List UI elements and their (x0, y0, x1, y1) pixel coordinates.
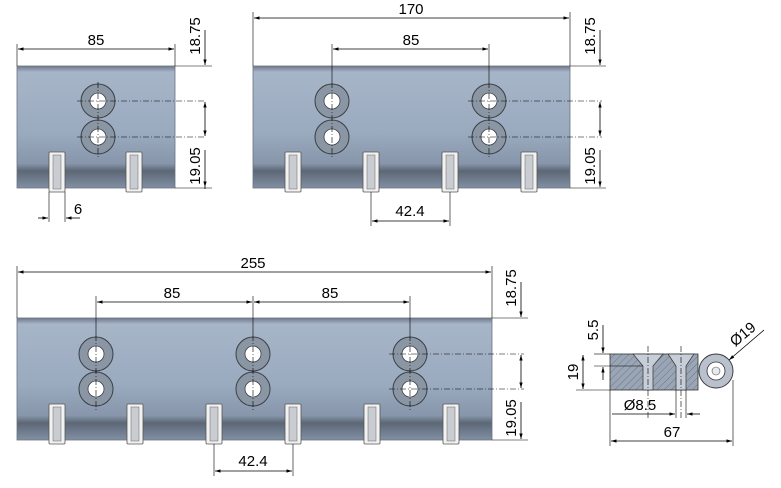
dim-knuckle-width: 6 (74, 201, 82, 218)
dim-top-offset: 18.75 (503, 269, 520, 307)
view-small: 85 18.75 19.05 6 (16, 17, 212, 222)
hole-pair (77, 82, 205, 157)
dim-hole-pitch-1: 85 (164, 285, 181, 302)
dim-countersink-depth: 5.5 (585, 320, 602, 341)
dim-hole-pitch-2: 85 (322, 285, 339, 302)
dim-top-offset: 18.75 (187, 17, 204, 55)
dim-overall-width: 255 (240, 255, 265, 272)
dim-thickness: 19 (565, 364, 582, 381)
knuckles (284, 151, 538, 193)
knuckles (48, 151, 143, 193)
dim-hole-diameter: Ø8.5 (624, 397, 657, 414)
dim-knuckle-pitch: 42.4 (238, 453, 267, 470)
dim-overall-width: 85 (88, 32, 105, 49)
dim-top-offset: 18.75 (582, 17, 599, 55)
dim-hole-pitch: 85 (403, 32, 420, 49)
dim-bottom-offset: 19.05 (503, 399, 520, 437)
view-large: 255 85 85 18.75 19.05 42.4 (16, 255, 528, 476)
view-medium: 170 85 18.75 19.05 42.4 (252, 1, 606, 226)
view-section: 5.5 19 Ø19 Ø8.5 67 (565, 319, 765, 446)
dim-knuckle-diameter: Ø19 (727, 319, 760, 350)
hinge-plate (252, 65, 571, 189)
dim-width: 67 (664, 424, 681, 441)
dim-overall-width: 170 (398, 1, 423, 18)
dim-bottom-offset: 19.05 (187, 147, 204, 185)
dim-knuckle-pitch: 42.4 (395, 203, 424, 220)
holes (78, 335, 524, 410)
holes (314, 82, 602, 157)
dim-bottom-offset: 19.05 (582, 147, 599, 185)
knuckles (48, 403, 460, 445)
